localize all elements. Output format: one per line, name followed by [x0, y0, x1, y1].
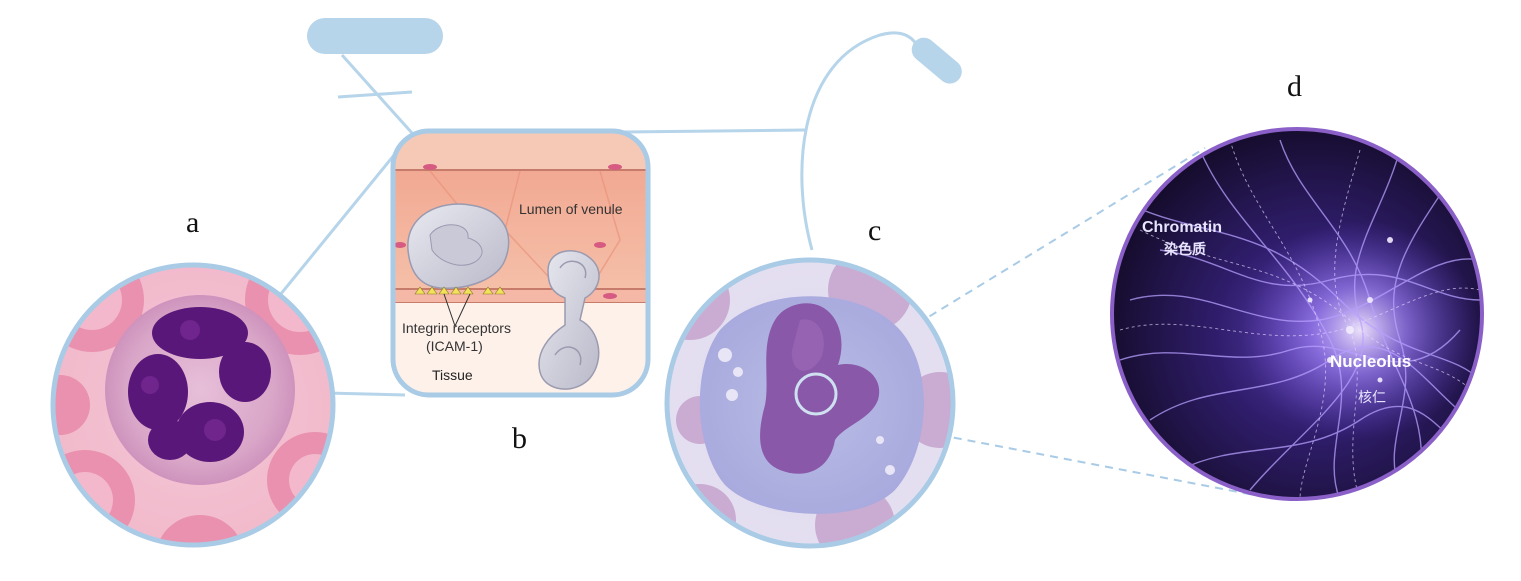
panel-c-micrograph: [667, 260, 953, 546]
panel-label-d: d: [1287, 70, 1302, 103]
label-chromatin-zh: 染色质: [1164, 241, 1206, 258]
panel-a-frame: [50, 262, 336, 548]
pill-shape-left: [307, 18, 443, 54]
label-icam-1: (ICAM-1): [426, 338, 483, 354]
label-lumen-of-venule: Lumen of venule: [519, 201, 623, 217]
pill-shape-right: [911, 37, 962, 84]
panel-b-frame: [390, 128, 651, 398]
label-nucleolus-zh: 核仁: [1358, 390, 1386, 406]
panel-label-b: b: [512, 422, 527, 455]
panel-b-illustration: [393, 131, 648, 395]
panel-d-render: [1112, 129, 1482, 499]
label-integrin-receptors: Integrin receptors: [402, 320, 511, 336]
label-chromatin: Chromatin: [1142, 219, 1222, 236]
label-tissue: Tissue: [432, 367, 473, 383]
panel-c-frame: [664, 257, 956, 549]
label-nucleolus: Nucleolus: [1330, 352, 1411, 371]
panel-label-a: a: [186, 206, 200, 239]
panel-label-c: c: [868, 214, 882, 247]
panel-d-frame: [1110, 127, 1484, 501]
panel-a-micrograph: [53, 265, 333, 545]
